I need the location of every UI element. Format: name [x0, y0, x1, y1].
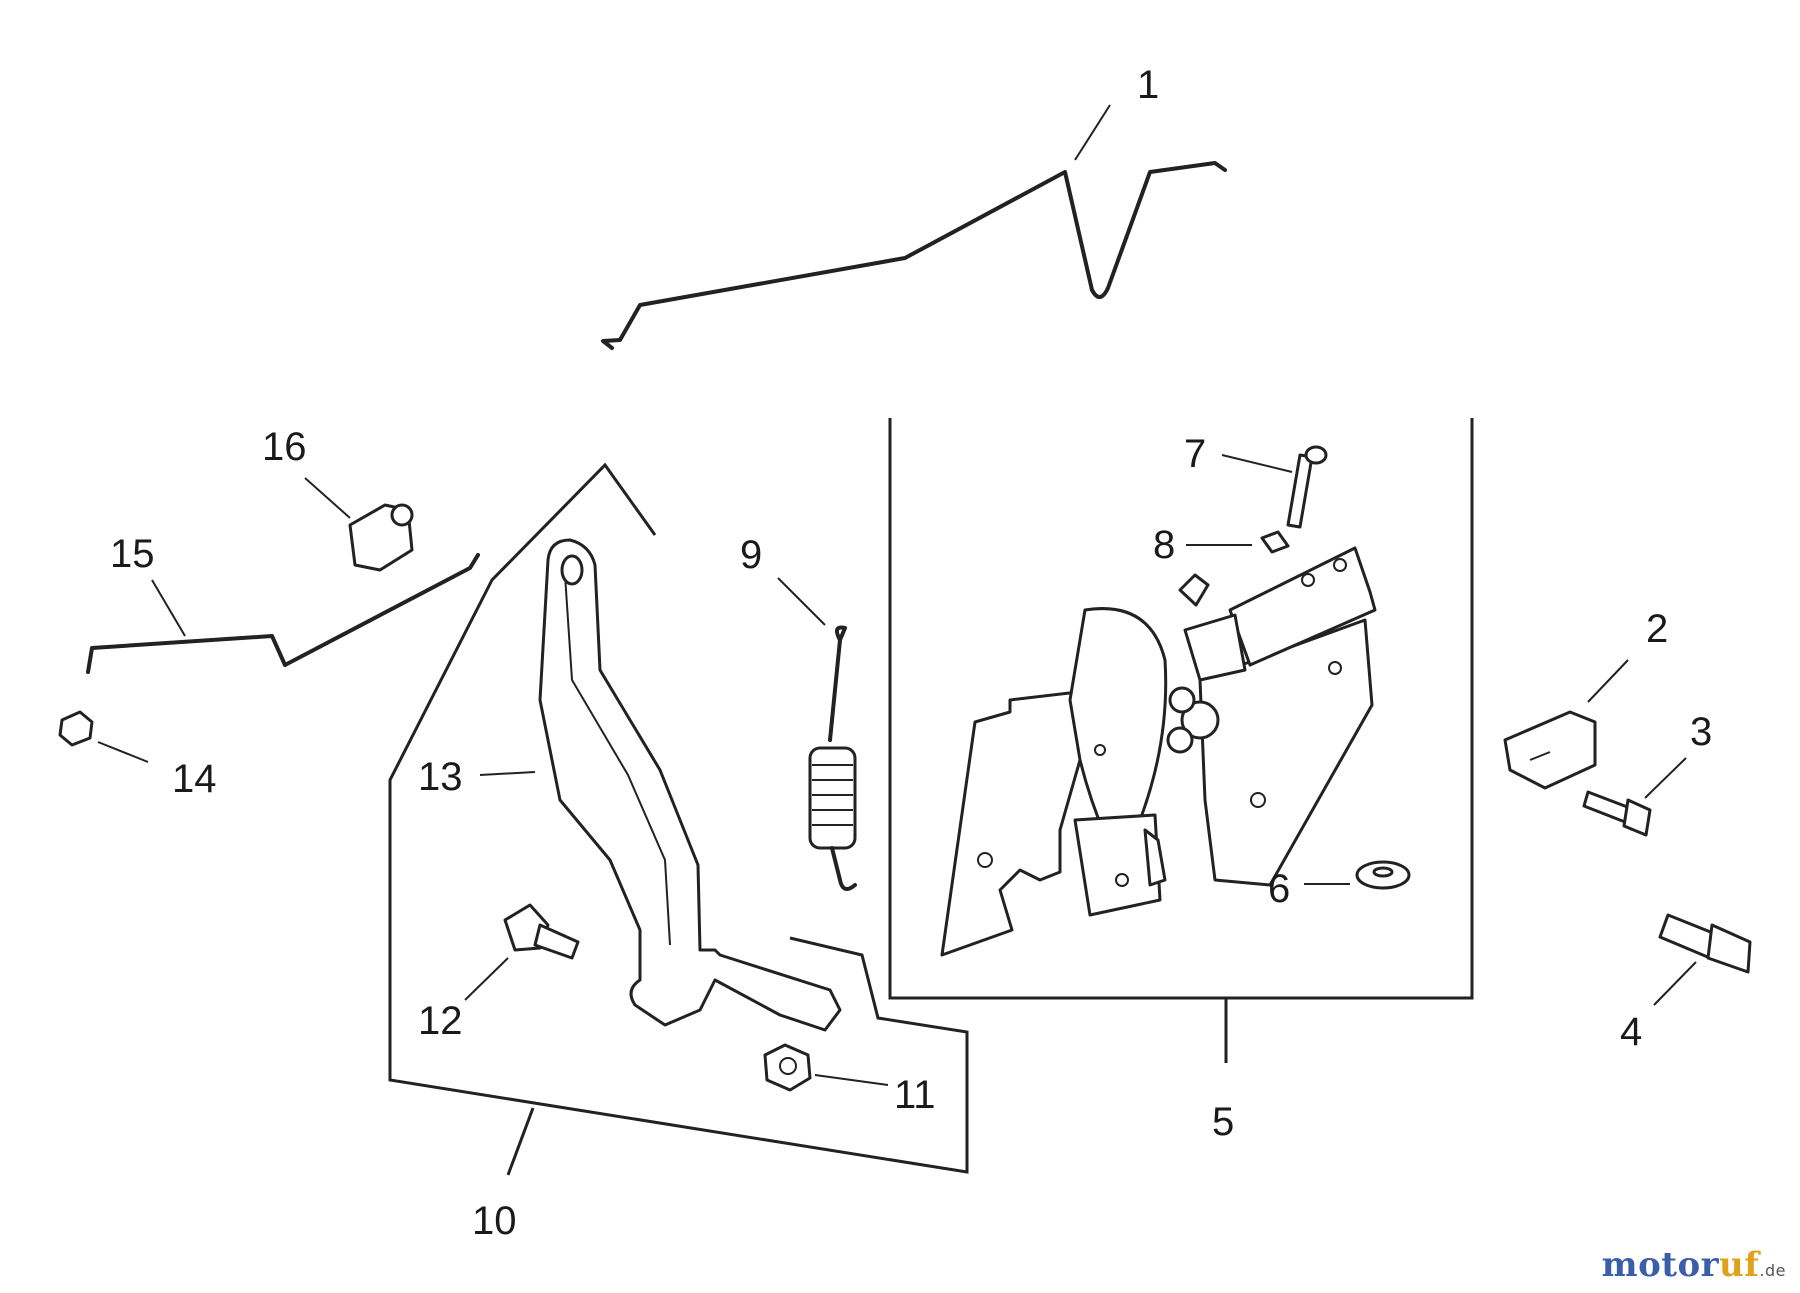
part-5-control-plate-assembly	[940, 546, 1377, 957]
label-9: 9	[740, 533, 762, 577]
label-15: 15	[110, 532, 155, 576]
label-5: 5	[1212, 1100, 1234, 1144]
label-2: 2	[1646, 607, 1668, 651]
part-12-bolt	[464, 903, 580, 1001]
label-10: 10	[472, 1199, 517, 1243]
label-6: 6	[1268, 867, 1290, 911]
part-6-washer	[1304, 860, 1411, 890]
label-7: 7	[1184, 432, 1206, 476]
label-3: 3	[1690, 710, 1712, 754]
part-2-clip	[1503, 659, 1629, 790]
part-7-screw	[1221, 445, 1328, 529]
label-16: 16	[262, 425, 307, 469]
part-14-grommet	[58, 710, 149, 763]
label-12: 12	[418, 999, 463, 1043]
part-4-bolt	[1653, 913, 1752, 1006]
part-10-bracket-outline	[388, 462, 969, 1176]
label-4: 4	[1620, 1010, 1642, 1054]
part-8-nut	[1186, 530, 1290, 554]
watermark-logo: motoruf.de	[1601, 1245, 1786, 1285]
part-5-bracket-outline	[888, 418, 1474, 1063]
part-16-clamp	[304, 477, 414, 572]
part-3-bolt	[1582, 757, 1687, 837]
part-15-choke-rod	[86, 553, 480, 674]
part-11-nut	[763, 1043, 889, 1092]
label-1: 1	[1137, 63, 1159, 107]
part-13-lever	[479, 538, 842, 1032]
label-14: 14	[172, 757, 217, 801]
part-1-link-rod	[601, 104, 1227, 350]
part-9-spring	[777, 577, 857, 891]
label-13: 13	[418, 755, 463, 799]
label-11: 11	[894, 1073, 936, 1117]
label-8: 8	[1153, 523, 1175, 567]
